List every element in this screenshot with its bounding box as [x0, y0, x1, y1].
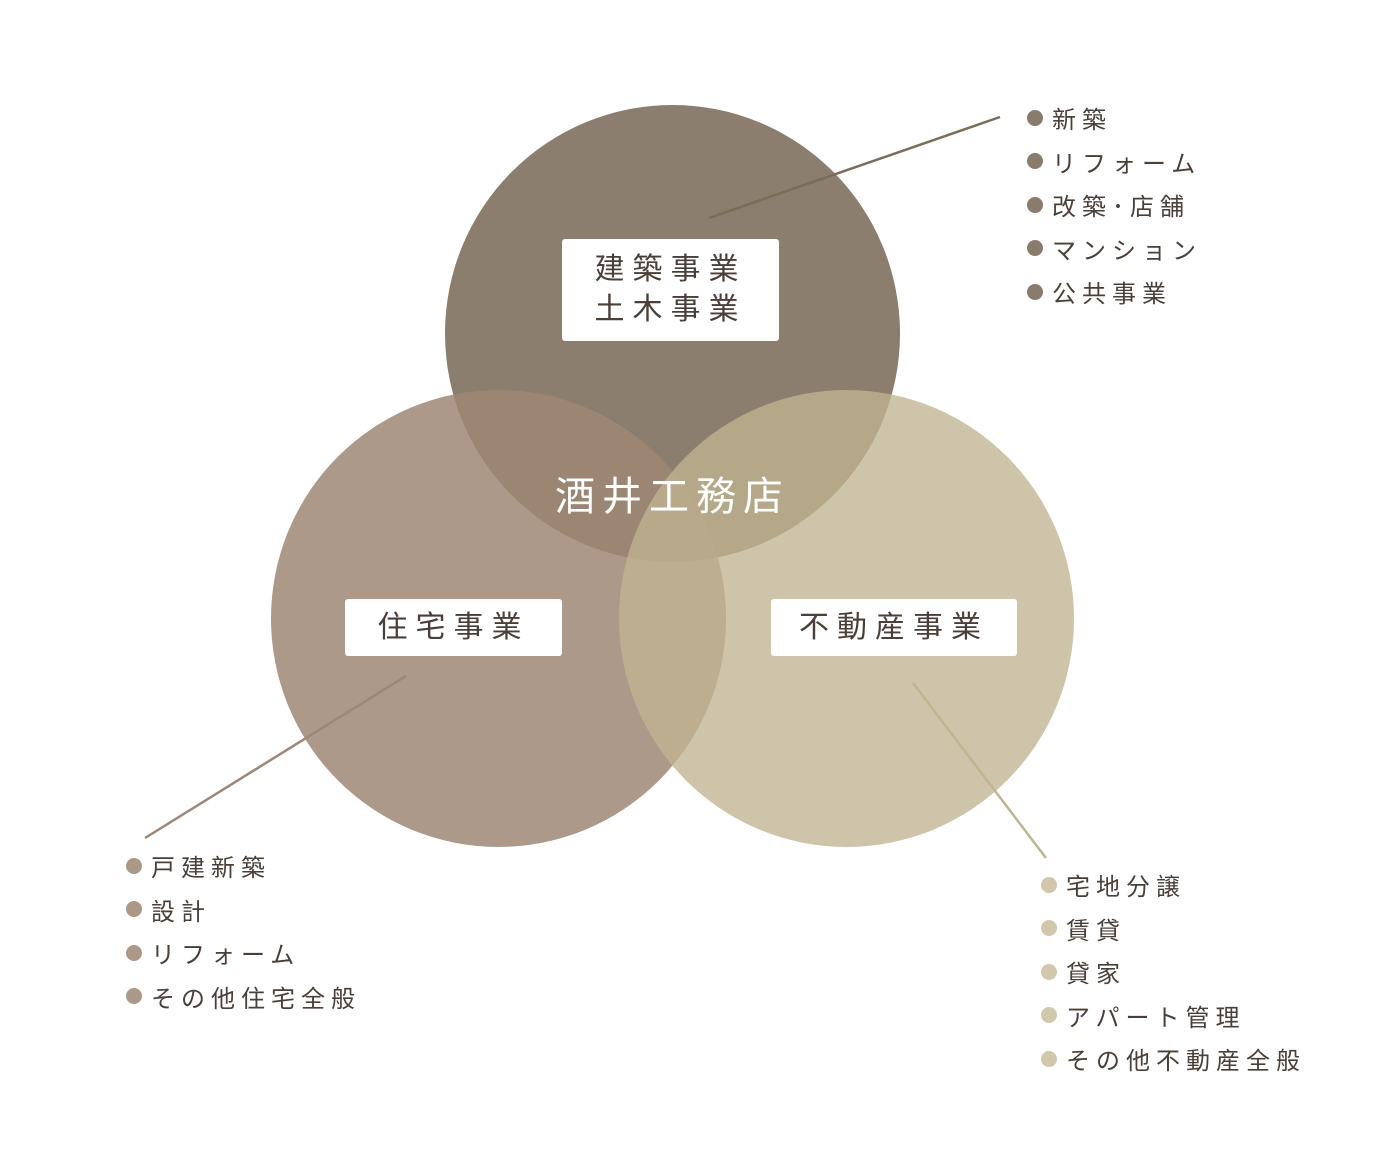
list-item: 設計	[126, 888, 361, 932]
list-item: 賃貸	[1041, 907, 1306, 951]
bullet-dot-icon	[1027, 109, 1043, 126]
list-item-text: その他不動産全般	[1066, 1047, 1306, 1076]
list-item-text: 賃貸	[1066, 916, 1126, 945]
construction-connector-line	[708, 115, 1001, 220]
bullet-dot-icon	[1041, 963, 1057, 980]
list-item-text: アパート管理	[1066, 1003, 1246, 1032]
list-item: その他住宅全般	[126, 975, 361, 1019]
realestate-label-box: 不動産事業	[771, 599, 1017, 656]
bullet-dot-icon	[1027, 240, 1043, 257]
construction-label-box: 建築事業 土木事業	[562, 239, 779, 341]
list-item: アパート管理	[1041, 994, 1306, 1038]
bullet-dot-icon	[1041, 1050, 1057, 1067]
realestate-connector-line	[912, 682, 1047, 859]
housing-label-box: 住宅事業	[345, 599, 562, 656]
list-item: マンション	[1027, 227, 1202, 271]
list-item-text: 新築	[1052, 106, 1112, 135]
list-item: 貸家	[1041, 950, 1306, 994]
list-item-text: 改築･店舗	[1052, 193, 1190, 222]
list-item-text: 戸建新築	[151, 854, 271, 883]
list-item: その他不動産全般	[1041, 1037, 1306, 1081]
bullet-dot-icon	[1041, 876, 1057, 893]
bullet-dot-icon	[1041, 920, 1057, 937]
bullet-dot-icon	[1041, 1007, 1057, 1024]
construction-item-list: 新築 リフォーム 改築･店舗 マンション 公共事業	[1027, 96, 1202, 314]
bullet-dot-icon	[126, 988, 142, 1005]
housing-connector-line	[144, 674, 407, 840]
list-item-text: 設計	[151, 897, 211, 926]
list-item-text: マンション	[1052, 236, 1202, 265]
list-item: 新築	[1027, 96, 1202, 140]
realestate-label: 不動産事業	[799, 609, 989, 645]
construction-label-line2: 土木事業	[594, 292, 747, 327]
bullet-dot-icon	[1027, 196, 1043, 213]
bullet-dot-icon	[126, 857, 142, 874]
bullet-dot-icon	[126, 944, 142, 961]
bullet-dot-icon	[1027, 283, 1043, 300]
list-item-text: 公共事業	[1052, 280, 1172, 309]
bullet-dot-icon	[1027, 153, 1043, 170]
list-item-text: 宅地分譲	[1066, 873, 1186, 902]
list-item-text: その他住宅全般	[151, 984, 361, 1013]
center-title: 酒井工務店	[555, 474, 790, 520]
housing-label: 住宅事業	[377, 609, 530, 645]
list-item-text: リフォーム	[151, 941, 301, 970]
list-item-text: リフォーム	[1052, 149, 1202, 178]
list-item: リフォーム	[126, 931, 361, 975]
list-item: 公共事業	[1027, 270, 1202, 314]
list-item-text: 貸家	[1066, 960, 1126, 989]
realestate-item-list: 宅地分譲 賃貸 貸家 アパート管理 その他不動産全般	[1041, 863, 1306, 1081]
housing-item-list: 戸建新築 設計 リフォーム その他住宅全般	[126, 844, 361, 1018]
bullet-dot-icon	[126, 901, 142, 918]
list-item: 宅地分譲	[1041, 863, 1306, 907]
list-item: 戸建新築	[126, 844, 361, 888]
list-item: 改築･店舗	[1027, 183, 1202, 227]
construction-label-line1: 建築事業	[594, 252, 747, 287]
list-item: リフォーム	[1027, 140, 1202, 184]
